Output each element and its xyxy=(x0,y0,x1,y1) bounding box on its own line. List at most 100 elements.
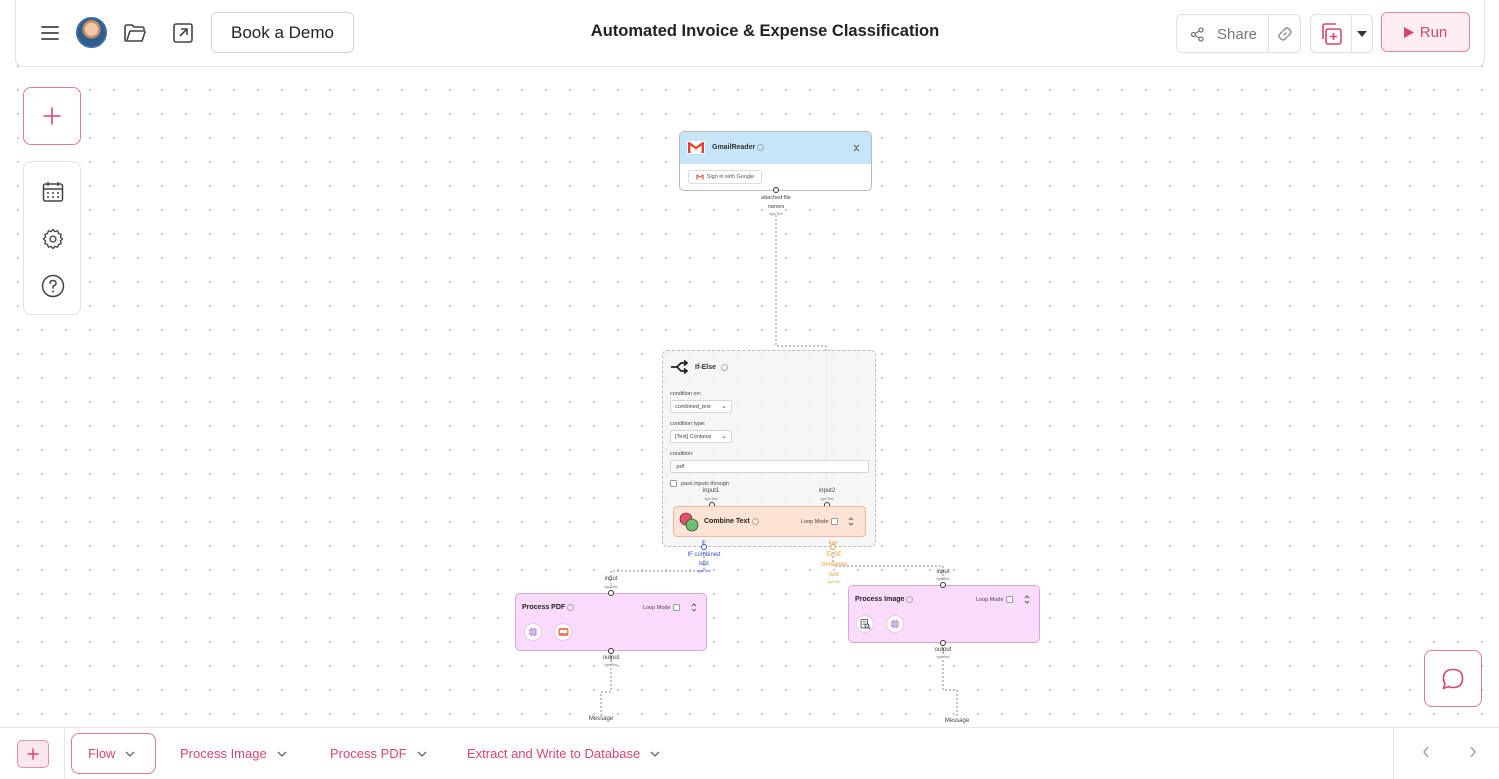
pass-inputs-checkbox[interactable] xyxy=(670,480,677,487)
output-label: output xyxy=(934,647,952,653)
plus-icon xyxy=(27,748,39,760)
tab-process-image[interactable]: Process Image xyxy=(180,733,287,774)
condition-on-select[interactable]: combined_text⌄ xyxy=(670,400,732,413)
pdf-output-port[interactable] xyxy=(608,648,614,654)
chevron-down-icon[interactable] xyxy=(1356,29,1368,39)
else-output-port[interactable] xyxy=(830,544,836,550)
port-type: typeText xyxy=(769,212,783,216)
combine-text-node[interactable]: Combine Text Loop Mode xyxy=(673,506,866,537)
port-label: attached file xyxy=(761,195,791,201)
port-type: typeText xyxy=(697,569,711,573)
tab-extract-and-write-to-database[interactable]: Extract and Write to Database xyxy=(467,733,660,774)
share-icon[interactable] xyxy=(1189,26,1205,42)
gmail-output-port[interactable] xyxy=(773,187,779,193)
loop-mode-label: Loop Mode xyxy=(976,597,1004,603)
book-demo-button[interactable]: Book a Demo xyxy=(211,12,354,53)
input-label: input xyxy=(936,569,950,575)
expand-icon[interactable] xyxy=(1024,594,1030,605)
external-link-icon[interactable] xyxy=(171,21,195,45)
gear-icon[interactable] xyxy=(41,227,65,251)
database-icon[interactable] xyxy=(554,623,572,641)
output-label: output xyxy=(602,655,620,661)
chat-icon xyxy=(1442,668,1464,689)
chevron-right-icon[interactable] xyxy=(1469,745,1477,759)
expand-icon[interactable] xyxy=(848,516,854,527)
chevron-down-icon[interactable] xyxy=(650,751,660,757)
help-icon[interactable] xyxy=(757,144,764,151)
port-type: typeText xyxy=(604,663,618,667)
edge-if-to-pdf xyxy=(610,548,705,592)
port-type: typeText xyxy=(936,577,950,581)
chevron-down-icon[interactable] xyxy=(277,751,287,757)
branch-icon xyxy=(671,360,688,374)
tab-label: Flow xyxy=(88,746,116,761)
chevron-left-icon[interactable] xyxy=(1422,745,1430,759)
image-output-port[interactable] xyxy=(940,640,946,646)
loop-mode-checkbox[interactable] xyxy=(673,604,680,611)
run-button[interactable]: Run xyxy=(1381,12,1470,52)
node-title: If-Else xyxy=(695,364,717,371)
chat-button[interactable] xyxy=(1424,650,1482,707)
else-output-label: combined xyxy=(820,562,847,568)
folder-icon[interactable] xyxy=(122,21,148,45)
message-label: Message xyxy=(588,716,614,722)
share-button[interactable]: Share xyxy=(1217,26,1258,43)
loop-mode-checkbox[interactable] xyxy=(831,518,838,525)
combine-icon xyxy=(679,512,699,532)
sign-in-label: Sign in with Google xyxy=(706,174,755,180)
tab-process-pdf[interactable]: Process PDF xyxy=(330,733,427,774)
menu-icon[interactable] xyxy=(38,22,62,44)
gmail-reader-node[interactable]: GmailReader Sign in with Google xyxy=(679,131,872,191)
port-type: typeText xyxy=(604,585,618,589)
help-icon[interactable] xyxy=(41,274,65,298)
help-icon[interactable] xyxy=(906,596,913,603)
expand-icon[interactable] xyxy=(691,602,697,613)
condition-input[interactable]: .pdf xyxy=(670,460,869,473)
help-icon[interactable] xyxy=(567,604,574,611)
tab-flow[interactable]: Flow xyxy=(71,733,156,774)
add-tab-button[interactable] xyxy=(17,740,49,768)
if-port-label: IF xyxy=(701,540,707,546)
node-title: Process PDF xyxy=(522,604,566,611)
condition-label: condition: xyxy=(670,451,694,457)
add-node-button[interactable] xyxy=(23,87,81,145)
link-icon[interactable] xyxy=(1276,25,1294,43)
edge-image-to-message xyxy=(942,644,958,718)
chevron-down-icon[interactable] xyxy=(125,751,135,757)
chevron-down-icon[interactable] xyxy=(417,751,427,757)
divider xyxy=(64,728,65,779)
pdf-input-port[interactable] xyxy=(608,590,614,596)
node-title: Combine Text xyxy=(704,518,750,525)
calendar-icon[interactable] xyxy=(41,180,65,204)
if-output-port[interactable] xyxy=(701,544,707,550)
image-input-port[interactable] xyxy=(940,582,946,588)
if-output-label: text xyxy=(699,561,709,567)
port-type: typeText xyxy=(827,580,841,584)
divider xyxy=(1268,15,1269,52)
condition-type-label: condition type: xyxy=(670,421,706,427)
gmail-icon xyxy=(687,141,705,154)
avatar[interactable] xyxy=(76,17,107,48)
input2-label: input2 xyxy=(818,488,836,494)
process-pdf-node[interactable]: Process PDF Loop Mode xyxy=(515,593,707,651)
help-icon[interactable] xyxy=(721,364,728,371)
sign-in-google-button[interactable]: Sign in with Google xyxy=(688,170,762,184)
port-type: typeText xyxy=(704,497,718,501)
help-icon[interactable] xyxy=(752,518,759,525)
copy-add-icon[interactable] xyxy=(1319,22,1343,46)
loop-mode-checkbox[interactable] xyxy=(1006,596,1013,603)
chip-icon[interactable] xyxy=(524,623,542,641)
node-title: GmailReader xyxy=(712,144,756,151)
chip-icon[interactable] xyxy=(886,615,904,633)
process-image-node[interactable]: Process Image Loop Mode xyxy=(848,585,1040,643)
input-label: input xyxy=(604,576,618,582)
port-label: names xyxy=(767,204,785,210)
if-else-node[interactable]: If-Else condition on: combined_text⌄ con… xyxy=(662,350,876,547)
duplicate-group xyxy=(1310,14,1373,53)
gmail-icon xyxy=(696,174,704,180)
document-search-icon[interactable] xyxy=(856,615,874,633)
condition-on-label: condition on: xyxy=(670,391,702,397)
condition-type-select[interactable]: [Text] Contains⌄ xyxy=(670,430,732,443)
collapse-icon[interactable] xyxy=(853,144,860,152)
tab-label: Extract and Write to Database xyxy=(467,746,641,761)
